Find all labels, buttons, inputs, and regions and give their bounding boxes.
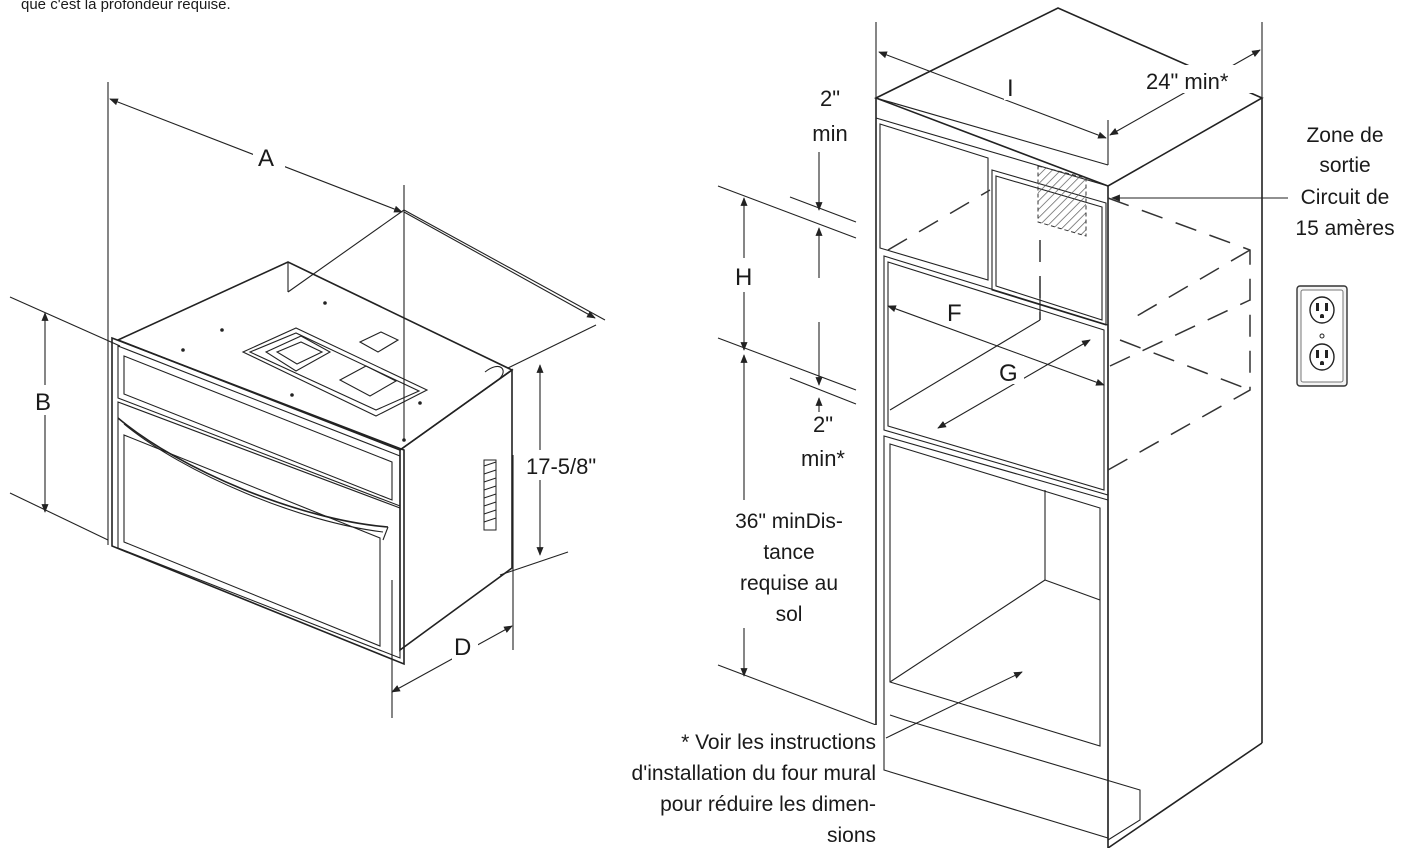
bottom-gap-label-line2: min* xyxy=(801,446,845,471)
outlet-zone-line3: Circuit de xyxy=(1301,186,1390,209)
footnote-line1: * Voir les instructions xyxy=(681,731,876,754)
dimension-height-label: 17-5/8" xyxy=(526,454,596,479)
footnote-line4: sions xyxy=(827,824,876,847)
dimension-i-label: I xyxy=(1007,75,1014,102)
footnote-leader xyxy=(885,671,1023,739)
dimension-a-label: A xyxy=(258,145,274,172)
electrical-outlet-icon xyxy=(1296,285,1348,387)
outlet-zone-line4: 15 amères xyxy=(1295,217,1394,240)
cabinet-drawing xyxy=(873,7,1264,848)
outlet-zone-line2: sortie xyxy=(1319,154,1370,177)
oven-unit-drawing xyxy=(9,82,606,718)
header-note: que c'est la profondeur requise. xyxy=(21,0,231,13)
floor-distance-line1: 36" minDis- xyxy=(735,510,843,533)
bottom-gap-label-line1: 2" xyxy=(813,412,833,437)
dimension-g-label: G xyxy=(999,360,1018,387)
footnote-text: * Voir les instructions d'installation d… xyxy=(570,725,878,848)
floor-distance-line4: sol xyxy=(776,603,803,626)
dimension-h-label: H xyxy=(735,264,752,291)
footnote-line3: pour réduire les dimen- xyxy=(660,793,876,816)
dimension-d-label: D xyxy=(454,634,471,661)
footnote-line2: d'installation du four mural xyxy=(632,762,876,785)
depth-min-label: 24" min* xyxy=(1146,69,1229,94)
outlet-zone-line1: Zone de xyxy=(1306,124,1383,147)
dimension-b-label: B xyxy=(35,389,51,416)
dimension-i-arrow xyxy=(878,51,1107,139)
floor-distance-line2: tance xyxy=(763,541,814,564)
floor-distance-line3: requise au xyxy=(740,572,838,595)
top-gap-label-line2: min xyxy=(812,121,847,146)
top-gap-label-line1: 2" xyxy=(820,86,840,111)
dimension-a-arrow xyxy=(109,98,596,319)
cabinet-extension-lines xyxy=(717,22,1263,726)
dimension-f-arrow xyxy=(887,305,1105,386)
dimension-f-label: F xyxy=(947,300,962,327)
